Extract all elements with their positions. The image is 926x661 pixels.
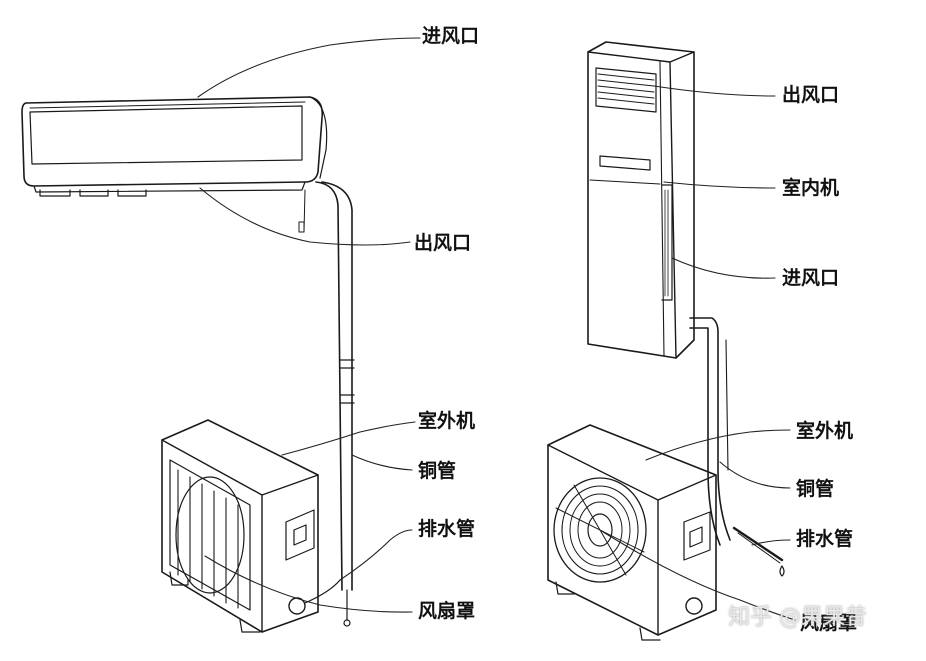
leader-left-copper-pipe [352,455,412,470]
right-copper-pipe [690,318,784,576]
right-indoor-unit-label: 室内机 [782,177,839,199]
left-outdoor-unit-label: 室外机 [418,410,475,432]
leader-left-drain-pipe [340,530,412,580]
leader-right-air-outlet [654,86,775,96]
leader-right-indoor-unit [664,182,775,188]
right-copper-pipe-label: 铜管 [796,478,834,500]
wall-indoor-unit [22,97,327,232]
right-air-inlet-label: 进风口 [782,267,839,289]
left-outdoor-unit [162,420,340,632]
right-outdoor-unit [548,425,716,640]
leader-left-fan-guard [205,556,412,612]
right-outdoor-unit-label: 室外机 [796,420,853,442]
left-copper-pipe [316,182,354,626]
left-air-inlet-label: 进风口 [422,25,479,47]
left-air-outlet-label: 出风口 [414,232,471,254]
left-fan-guard-label: 风扇罩 [418,600,475,622]
right-drain-pipe-label: 排水管 [796,528,853,550]
right-air-outlet-label: 出风口 [782,84,839,106]
leader-right-air-inlet [672,258,775,278]
leader-left-outdoor-unit [282,422,415,455]
watermark: 知乎 @果果昔 [728,605,867,631]
leader-left-air-inlet [198,38,420,97]
leader-right-copper-pipe [720,462,790,488]
left-drain-pipe-label: 排水管 [418,518,475,540]
left-copper-pipe-label: 铜管 [418,460,456,482]
